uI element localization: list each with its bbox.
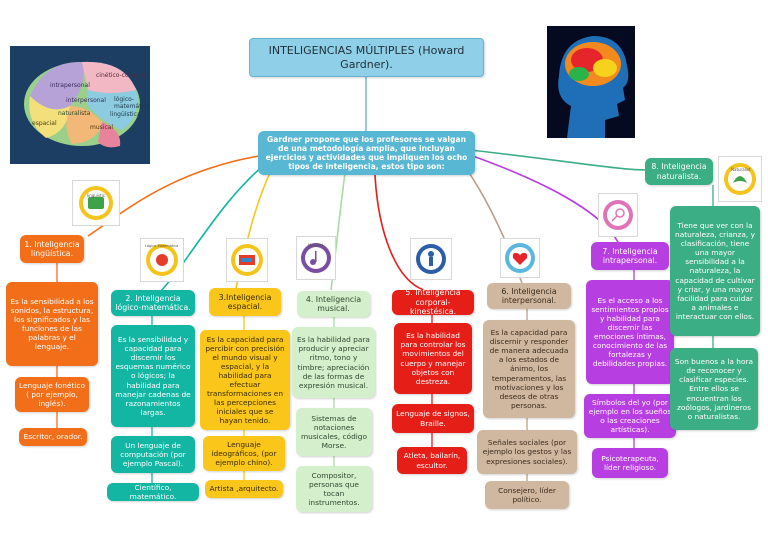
node-corporal-symbol: Lenguaje de signos, Braille. — [392, 404, 474, 433]
icon-musical-label: Musical — [308, 243, 323, 248]
icon-naturalista-label: Naturalist — [731, 167, 751, 172]
brain-map-image: intrapersonal cinético-corporal interper… — [10, 46, 150, 164]
node-musical-symbol: Sistemas de notaciones musicales, código… — [296, 408, 372, 456]
icon-intrapersonal — [598, 193, 638, 237]
node-intrapersonal-symbol: Símbolos del yo (por ejemplo en los sueñ… — [584, 394, 676, 438]
link-n5 — [374, 174, 425, 291]
node-logica-symbol: Un lenguaje de computación (por ejemplo … — [111, 436, 195, 473]
node-espacial-definition: Es la capacidad para percibir con precis… — [200, 330, 290, 430]
node-corporal-header: 5. Inteligencia corporal-kinestésica. — [392, 288, 474, 316]
icon-logica: Lógico-Matemática — [140, 238, 184, 282]
icon-espacial — [226, 238, 268, 282]
node-musical-header: 4. Inteligencia musical. — [297, 291, 370, 317]
brain-label-cinetico: cinético-corporal — [96, 72, 147, 79]
icon-corporal — [410, 238, 452, 280]
brain-label-interpersonal: interpersonal — [66, 97, 106, 104]
node-espacial-role: Artista ,arquitecto. — [205, 480, 283, 498]
link-n1 — [87, 154, 266, 237]
node-musical-definition: Es la habilidad para producir y apreciar… — [292, 327, 375, 398]
node-corporal-definition: Es la habilidad para controlar los movim… — [394, 323, 472, 394]
node-logica-role: Científico, matemático. — [107, 483, 199, 501]
brain-label-linguistica: lingüística — [110, 111, 141, 118]
icon-linguistic-label: linguistic — [87, 193, 105, 198]
node-interpersonal-role: Consejero, líder político. — [485, 481, 569, 509]
head-brain-image — [547, 26, 635, 138]
diagram-title: INTELIGENCIAS MÚLTIPLES (Howard Gardner)… — [249, 38, 484, 77]
icon-musical: Musical — [296, 236, 336, 280]
icon-linguistic: linguistic — [72, 180, 120, 226]
node-linguistica-definition: Es la sensibilidad a los sonidos, la est… — [6, 282, 98, 366]
node-linguistica-role: Escritor, orador. — [19, 428, 87, 446]
node-intrapersonal-definition: Es el acceso a los sentimientos propios … — [586, 280, 674, 384]
node-naturalista-examples: Son buenos a la hora de reconocer y clas… — [670, 348, 758, 430]
node-interpersonal-header: 6. Inteligencia interpersonal. — [487, 283, 571, 309]
link-n8 — [469, 149, 646, 171]
node-logica-header: 2. Inteligencia lógico-matemática. — [111, 290, 195, 316]
node-espacial-symbol: Lenguaje ideográficos, (por ejemplo chin… — [203, 436, 285, 471]
brain-label-musical: musical — [90, 124, 114, 131]
brain-label-espacial: espacial — [32, 120, 57, 127]
icon-naturalista: Naturalist — [718, 156, 762, 202]
node-naturalista-header: 8. Inteligencia naturalista. — [645, 158, 713, 185]
link-n7 — [469, 154, 619, 243]
central-node: Gardner propone que los profesores se va… — [258, 131, 475, 175]
node-musical-role: Compositor, personas que tocan instrumen… — [296, 466, 372, 512]
node-naturalista-definition: Tiene que ver con la naturaleza, crianza… — [670, 206, 760, 336]
node-linguistica-header: 1. Inteligencia lingüística. — [20, 235, 84, 263]
brain-label-logico: lógico-matemática — [114, 96, 151, 110]
icon-interpersonal — [500, 238, 540, 278]
node-logica-definition: Es la sensibilidad y capacidad para disc… — [111, 325, 195, 427]
brain-label-naturalista: naturalista — [58, 110, 91, 117]
node-interpersonal-symbol: Señales sociales (por ejemplo los gestos… — [477, 430, 577, 474]
brain-label-intrapersonal: intrapersonal — [50, 82, 90, 89]
node-intrapersonal-header: 7. Inteligencia intrapersonal. — [591, 242, 669, 270]
icon-logica-label: Lógico-Matemática — [145, 244, 179, 248]
node-corporal-role: Atleta, bailarín, escultor. — [397, 447, 467, 474]
node-intrapersonal-role: Psicoterapeuta, líder religioso. — [592, 448, 668, 478]
node-linguistica-symbol: Lenguaje fonético ( por ejemplo, inglés)… — [15, 377, 89, 412]
node-interpersonal-definition: Es la capacidad para discernir y respond… — [483, 320, 575, 418]
node-espacial-header: 3.Inteligencia espacial. — [209, 288, 281, 316]
